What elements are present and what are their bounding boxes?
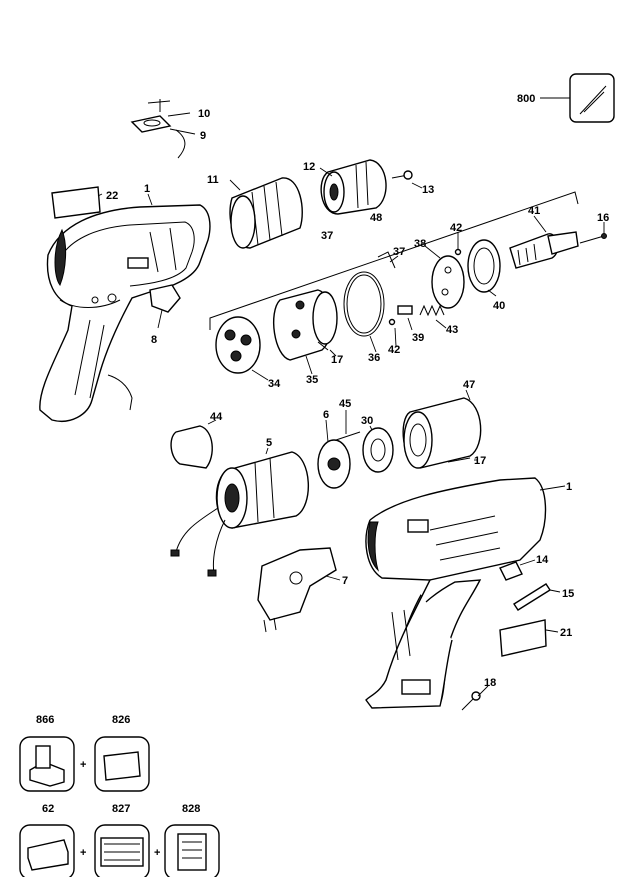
screw-45 — [335, 431, 361, 441]
battery-cover-826-box — [94, 736, 150, 792]
label-35: 35 — [306, 374, 318, 386]
housing-right-half — [365, 477, 547, 709]
charger-62-box — [19, 824, 75, 877]
label-44: 44 — [210, 411, 223, 423]
label-826: 826 — [112, 714, 130, 726]
label-45: 45 — [339, 398, 351, 410]
housing-left-half — [39, 204, 211, 422]
label-22: 22 — [106, 190, 118, 202]
label-41: 41 — [528, 205, 540, 217]
label-12: 12 — [303, 161, 315, 173]
clip-14 — [499, 561, 523, 581]
label-6: 6 — [323, 409, 329, 421]
callout-labels: 10 9 22 1 11 12 13 37 48 800 16 41 42 38… — [36, 93, 609, 859]
label-36: 36 — [368, 352, 380, 364]
pin-39 — [397, 305, 413, 315]
label-828: 828 — [182, 803, 200, 815]
label-62: 62 — [42, 803, 54, 815]
planetary-34 — [215, 316, 261, 374]
label-21: 21 — [560, 627, 572, 639]
washer-30 — [362, 427, 394, 473]
carrier-38 — [431, 255, 465, 309]
label-34: 34 — [268, 378, 281, 390]
label-40: 40 — [493, 300, 505, 312]
gearcase-35 — [273, 289, 338, 361]
label-828-box — [164, 824, 220, 877]
switch-7 — [257, 547, 337, 633]
plus-sign-2: + — [80, 847, 86, 859]
label-1-right: 1 — [566, 481, 572, 493]
label-827: 827 — [112, 803, 130, 815]
screw-17-top — [317, 341, 329, 351]
tool-800-box — [569, 73, 615, 123]
label-827-box — [94, 824, 150, 877]
label-16: 16 — [597, 212, 609, 224]
plate-6 — [317, 439, 351, 489]
label-37-mid: 37 — [393, 246, 405, 258]
label-38: 38 — [414, 238, 426, 250]
clip-8 — [149, 284, 181, 313]
ball-42-top — [454, 248, 462, 256]
label-5: 5 — [266, 437, 272, 449]
label-plate-22 — [51, 186, 101, 219]
brush-holder-44 — [170, 425, 213, 469]
battery-pack-866-box — [19, 736, 75, 792]
label-14: 14 — [536, 554, 549, 566]
label-8: 8 — [151, 334, 157, 346]
label-866: 866 — [36, 714, 54, 726]
label-9: 9 — [200, 130, 206, 142]
label-10: 10 — [198, 108, 210, 120]
screw-13 — [391, 170, 413, 180]
ring-gear-40 — [467, 239, 501, 293]
ring-36 — [343, 271, 385, 337]
label-plate-21 — [499, 619, 547, 657]
plus-sign-3: + — [154, 847, 160, 859]
collar-11 — [229, 177, 303, 249]
label-37-top: 37 — [321, 230, 333, 242]
ball-42-lower — [388, 318, 396, 326]
label-17-top: 17 — [331, 354, 343, 366]
label-11: 11 — [207, 174, 219, 186]
label-42-top: 42 — [450, 222, 462, 234]
label-43: 43 — [446, 324, 458, 336]
label-47: 47 — [463, 379, 475, 391]
housing-47 — [402, 397, 482, 469]
screw-17-lower — [447, 457, 471, 463]
screw-18 — [461, 691, 481, 711]
label-48: 48 — [370, 212, 382, 224]
spindle-41 — [509, 231, 579, 269]
plus-sign-1: + — [80, 759, 86, 771]
belt-clip-15 — [513, 583, 551, 611]
label-13: 13 — [422, 184, 434, 196]
chuck-12 — [320, 159, 387, 215]
label-15: 15 — [562, 588, 574, 600]
leader-lines — [97, 97, 605, 697]
label-800: 800 — [517, 93, 535, 105]
label-42-lower: 42 — [388, 344, 400, 356]
label-1-left: 1 — [144, 183, 150, 195]
motor-5 — [170, 451, 309, 577]
group-bracket-48 — [209, 191, 579, 330]
bit-holder-9-10 — [130, 99, 186, 159]
spring-43 — [419, 304, 445, 317]
pin-16 — [579, 233, 607, 244]
label-7: 7 — [342, 575, 348, 587]
label-17-lower: 17 — [474, 455, 486, 467]
label-30: 30 — [361, 415, 373, 427]
label-39: 39 — [412, 332, 424, 344]
wire-37 — [377, 251, 396, 269]
label-18: 18 — [484, 677, 496, 689]
